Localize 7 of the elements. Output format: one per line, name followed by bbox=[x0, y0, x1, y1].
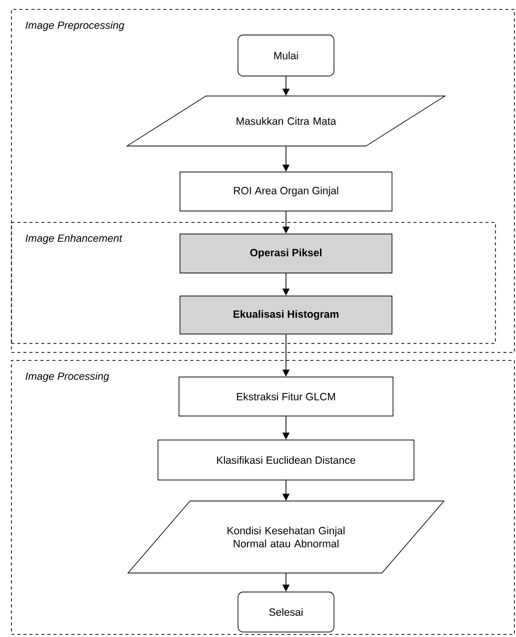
terminal-box: Selesai bbox=[238, 592, 334, 632]
process-box: Ekstraksi Fitur GLCM bbox=[178, 376, 394, 416]
process-box: ROI Area Organ Ginjal bbox=[180, 172, 392, 212]
process-box: Operasi Piksel bbox=[180, 234, 392, 274]
process-box: Ekualisasi Histogram bbox=[180, 296, 392, 334]
terminal-box: Mulai bbox=[238, 34, 334, 76]
process-box: Klasifikasi Euclidean Distance bbox=[158, 440, 414, 480]
